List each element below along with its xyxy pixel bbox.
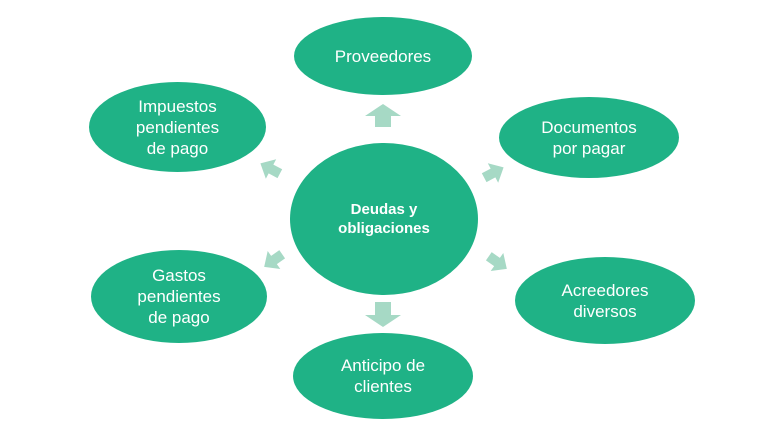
- node-impuestos-label: Impuestos pendientes de pago: [135, 96, 220, 158]
- arrow-to-documentos: [481, 163, 504, 183]
- node-documentos-label: Documentos por pagar: [541, 117, 637, 158]
- node-impuestos-pendientes: Impuestos pendientes de pago: [89, 82, 266, 172]
- node-proveedores: Proveedores: [294, 17, 472, 95]
- node-proveedores-label: Proveedores: [334, 46, 432, 66]
- arrow-to-acreedores: [485, 252, 507, 272]
- node-gastos-label: Gastos pendientes de pago: [137, 266, 221, 327]
- center-node: Deudas y obligaciones: [290, 143, 478, 295]
- node-acreedores-diversos: Acreedores diversos: [515, 257, 695, 344]
- center-node-label: Deudas y obligaciones: [338, 201, 430, 237]
- node-documentos-por-pagar: Documentos por pagar: [499, 97, 679, 178]
- node-anticipo-label: Anticipo de clientes: [340, 356, 426, 396]
- node-acreedores-label: Acreedores diversos: [561, 280, 649, 321]
- arrow-to-proveedores: [365, 104, 401, 127]
- arrow-to-impuestos: [260, 159, 283, 179]
- node-gastos-pendientes: Gastos pendientes de pago: [91, 250, 267, 343]
- arrow-to-gastos: [264, 250, 286, 270]
- arrow-to-anticipo: [365, 302, 401, 327]
- node-anticipo-de-clientes: Anticipo de clientes: [293, 333, 473, 419]
